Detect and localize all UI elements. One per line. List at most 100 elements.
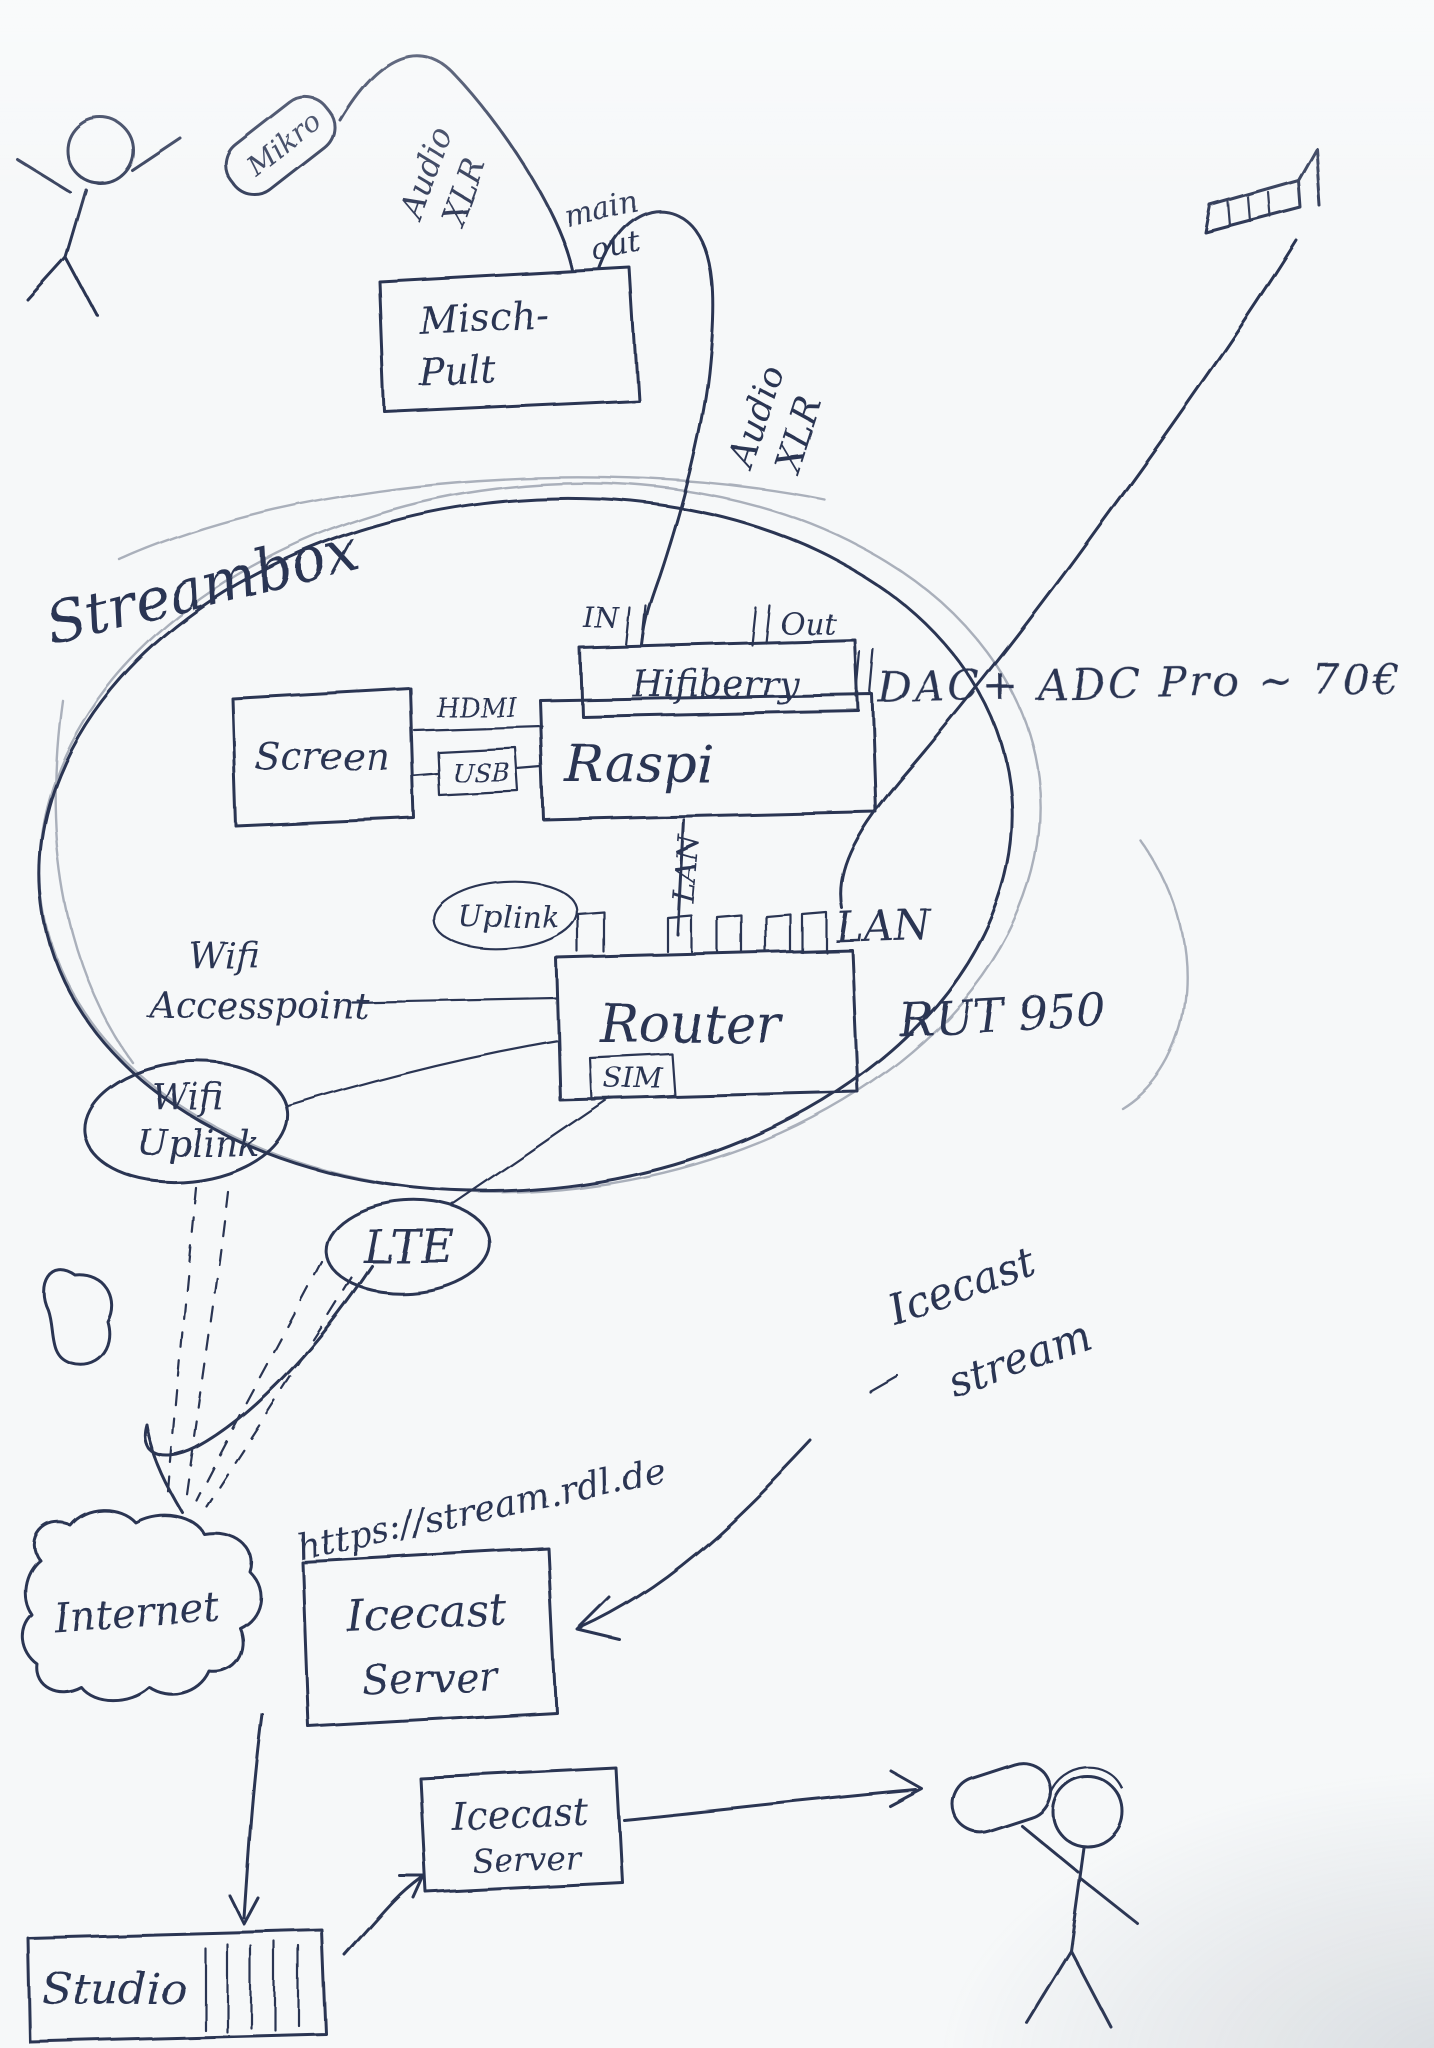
icecast-stream-line1: Icecast: [881, 1236, 1042, 1334]
hifiberry-in-label: IN: [583, 602, 621, 635]
hifiberry-node: Hifiberry IN Out: [578, 602, 876, 718]
studio-bars: [203, 1940, 301, 2034]
mischpult-node: Misch- Pult: [378, 266, 640, 414]
hifiberry-label: Hifiberry: [631, 664, 799, 705]
internet-label: Internet: [51, 1584, 222, 1642]
icecast1-line2: Server: [361, 1653, 501, 1704]
doodle-swoosh: [142, 1264, 374, 1514]
router-port-3: [764, 912, 792, 954]
arrow-to-icecast1-line: [580, 1440, 814, 1630]
router-port-4: [800, 910, 828, 954]
icecast2-line2: Server: [471, 1838, 582, 1880]
streambox-label: Streambox: [39, 515, 365, 658]
out-port-ticks: [750, 604, 772, 647]
studio-node: Studio: [26, 1928, 328, 2044]
mikro-node: Mikro: [224, 95, 337, 198]
wifi-ap-line1: Wifi: [188, 936, 260, 977]
icecast-stream-tick: [868, 1374, 900, 1394]
lan-connection: LAN: [667, 818, 708, 937]
studio-icecast2-line: [344, 1876, 424, 1958]
internet-studio-line: [242, 1712, 264, 1920]
arrow-to-icecast1: [576, 1440, 814, 1642]
wifi-uplink-line1: Wifi: [152, 1078, 224, 1119]
studio-box: [26, 1928, 328, 2044]
audio-xlr-label-2: Audio XLR: [721, 360, 831, 480]
speaker-person-sketch: [16, 115, 182, 316]
listener-head: [1051, 1775, 1125, 1849]
lan-cable-label: LAN: [667, 832, 708, 905]
wifi-ap-line2: Accesspoint: [147, 986, 369, 1027]
icecast1-box: [300, 1546, 558, 1728]
screen-box: [230, 686, 416, 828]
router-label: Router: [599, 995, 784, 1055]
lte-to-sim: [450, 1096, 612, 1208]
router-port-uplink: [576, 910, 606, 954]
uplink-bubble: [432, 879, 578, 951]
icecast-server-2: Icecast Server: [418, 1766, 624, 1894]
router-box: [554, 948, 860, 1102]
listener-person-sketch: [951, 1761, 1140, 2028]
usb-connection: USB: [412, 746, 544, 798]
hdmi-cable: [412, 724, 544, 732]
remote-speaker-sketch: [1203, 146, 1322, 234]
hifiberry-edge-ticks: [854, 648, 876, 698]
sim-box: [588, 1052, 677, 1102]
icecast2-box: [418, 1766, 624, 1894]
arrow-internet-to-studio: [228, 1712, 264, 1926]
remote-device-flag: [1296, 146, 1322, 208]
listener-link-arrowhead: [888, 1770, 924, 1808]
in-port-ticks: [624, 604, 648, 648]
lte-bubble: [324, 1199, 492, 1295]
dashed-link-4: [204, 1276, 354, 1508]
speaker-leg-left: [26, 256, 68, 302]
wifi-uplink: Wifi Uplink: [82, 1038, 560, 1185]
studio-label: Studio: [42, 1964, 187, 2015]
internet-studio-arrowhead: [228, 1894, 260, 1926]
doodle-blob: [42, 1268, 114, 1367]
usb-label: USB: [452, 759, 511, 789]
mischpult-line1: Misch-: [417, 292, 549, 343]
listener-arm-left: [1020, 1824, 1080, 1874]
router-port-1: [666, 914, 694, 954]
mikro-shape: [224, 95, 337, 198]
icecast-server-1: Icecast Server: [300, 1546, 558, 1728]
listener-mic-blob: [951, 1761, 1053, 1835]
arrow-studio-to-icecast2: [344, 1874, 426, 1958]
wifi-uplink-bubble: [82, 1059, 290, 1185]
lte-label: LTE: [363, 1220, 455, 1274]
wifi-uplink-line2: Uplink: [138, 1124, 259, 1165]
screen-node: Screen: [230, 686, 416, 828]
arrow-icecast2-to-listener: [622, 1770, 924, 1822]
listener-headband: [1048, 1766, 1124, 1797]
icecast1-line1: Icecast: [345, 1584, 508, 1643]
sim-label: SIM: [604, 1062, 664, 1095]
router-node: Router SIM Uplink LAN: [432, 879, 933, 1102]
speaker-body: [64, 188, 88, 260]
raspi-node: Raspi: [538, 692, 878, 822]
hdmi-connection: HDMI: [412, 693, 544, 732]
raspi-label: Raspi: [564, 735, 713, 795]
cable-mic-to-mischpult: [338, 53, 574, 272]
listener-mic-shape: [951, 1761, 1053, 1835]
icecast2-line1: Icecast: [450, 1790, 591, 1839]
hifiberry-out-label: Out: [780, 607, 837, 642]
pencil-arc-left: [54, 698, 134, 1064]
streambox-bubble: [38, 496, 1014, 1194]
icecast-stream-line2: stream: [942, 1311, 1098, 1408]
internet-cloud: [21, 1508, 262, 1703]
wifi-ap-link: [350, 996, 558, 1004]
uplink-dashed-links: [166, 1186, 354, 1508]
mischpult-line2: Pult: [418, 348, 499, 395]
mischpult-box: [378, 266, 640, 414]
listener-body: [1068, 1846, 1086, 1952]
mikro-label: Mikro: [240, 105, 328, 184]
speaker-head: [65, 115, 135, 185]
lan-ports-label: LAN: [834, 900, 933, 952]
hdmi-label: HDMI: [435, 693, 517, 723]
lan-cable: [676, 818, 686, 937]
dashed-link-1: [166, 1186, 198, 1500]
dac-note-label: DAC+ ADC Pro ~ 70€: [876, 654, 1402, 712]
pencil-arc-right: [1120, 838, 1188, 1110]
